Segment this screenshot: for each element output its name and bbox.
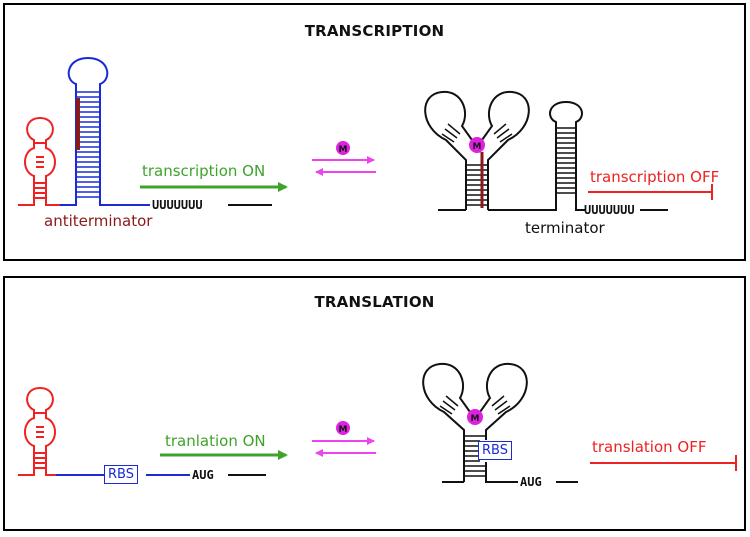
rbs-box-right: RBS — [478, 441, 512, 460]
terminator-rungs — [556, 127, 576, 194]
y-arm-rungs-bottom — [439, 395, 511, 415]
red-hairpin-bottom — [18, 386, 56, 476]
equilibrium-arrows-top — [312, 156, 376, 176]
u-tract-left: UUUUUUU — [152, 198, 203, 212]
svg-text:M: M — [471, 414, 480, 424]
y-stem-rungs-top — [466, 164, 488, 206]
svg-text:M: M — [339, 145, 348, 155]
ligand-bottom: M — [336, 421, 350, 435]
antiterminator-label: antiterminator — [44, 212, 153, 230]
blue-hairpin — [60, 56, 150, 206]
terminator-label: terminator — [525, 219, 605, 237]
transcription-off-bar — [588, 184, 713, 200]
translation-on-label: tranlation ON — [165, 432, 266, 450]
transcription-off-label: transcription OFF — [590, 168, 720, 186]
aug-label-left: AUG — [192, 468, 214, 482]
transcription-on-label: transcription ON — [142, 162, 266, 180]
equilibrium-arrows-bottom — [312, 437, 376, 457]
translation-title: TRANSLATION — [314, 293, 435, 311]
ligand-bound-top: M — [469, 137, 485, 153]
transcription-panel: TRANSCRIPTION — [3, 3, 746, 261]
translation-off-label: translation OFF — [592, 438, 707, 456]
ligand-bound-bottom: M — [467, 409, 483, 425]
red-hairpin-top — [18, 116, 60, 206]
rbs-box-left: RBS — [104, 465, 138, 484]
aug-label-right: AUG — [520, 475, 542, 489]
y-arm-rungs-top — [441, 123, 513, 143]
u-tract-right: UUUUUUU — [584, 203, 635, 217]
svg-text:M: M — [473, 142, 482, 152]
svg-text:M: M — [339, 425, 348, 435]
transcription-title: TRANSCRIPTION — [304, 22, 445, 40]
translation-off-bar — [590, 455, 737, 471]
ligand-top: M — [336, 141, 350, 155]
translation-panel: TRANSLATION — [3, 276, 746, 531]
y-stem-rungs-bottom — [464, 435, 486, 477]
